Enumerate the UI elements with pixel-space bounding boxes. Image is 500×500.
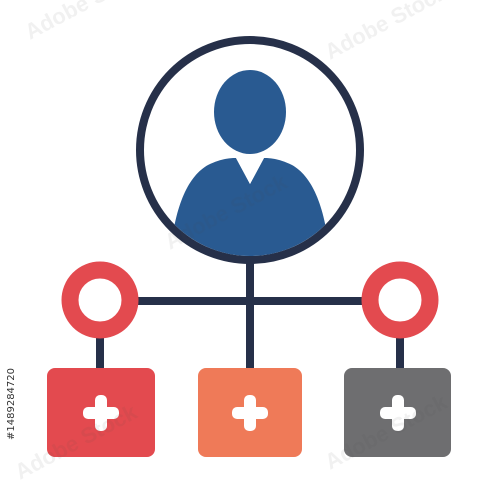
- person-body: [168, 158, 332, 256]
- person-head: [214, 70, 286, 154]
- medical-box-right: [344, 368, 451, 457]
- plus-icon: [232, 395, 268, 431]
- right-node-ring: [361, 261, 439, 339]
- watermark-text-2: Adobe Stock: [321, 0, 452, 64]
- user-avatar-icon: [136, 36, 364, 264]
- stock-asset-id: #1489284720: [6, 368, 17, 440]
- person-collar: [236, 158, 264, 184]
- medical-box-left: [47, 368, 155, 457]
- medical-box-middle: [198, 368, 302, 457]
- watermark-text-1: Adobe Stock: [21, 0, 152, 44]
- plus-icon: [83, 395, 119, 431]
- plus-icon: [380, 395, 416, 431]
- right-node: [361, 261, 439, 339]
- left-node-ring: [61, 261, 139, 339]
- left-node: [61, 261, 139, 339]
- connector-lines: [96, 258, 404, 376]
